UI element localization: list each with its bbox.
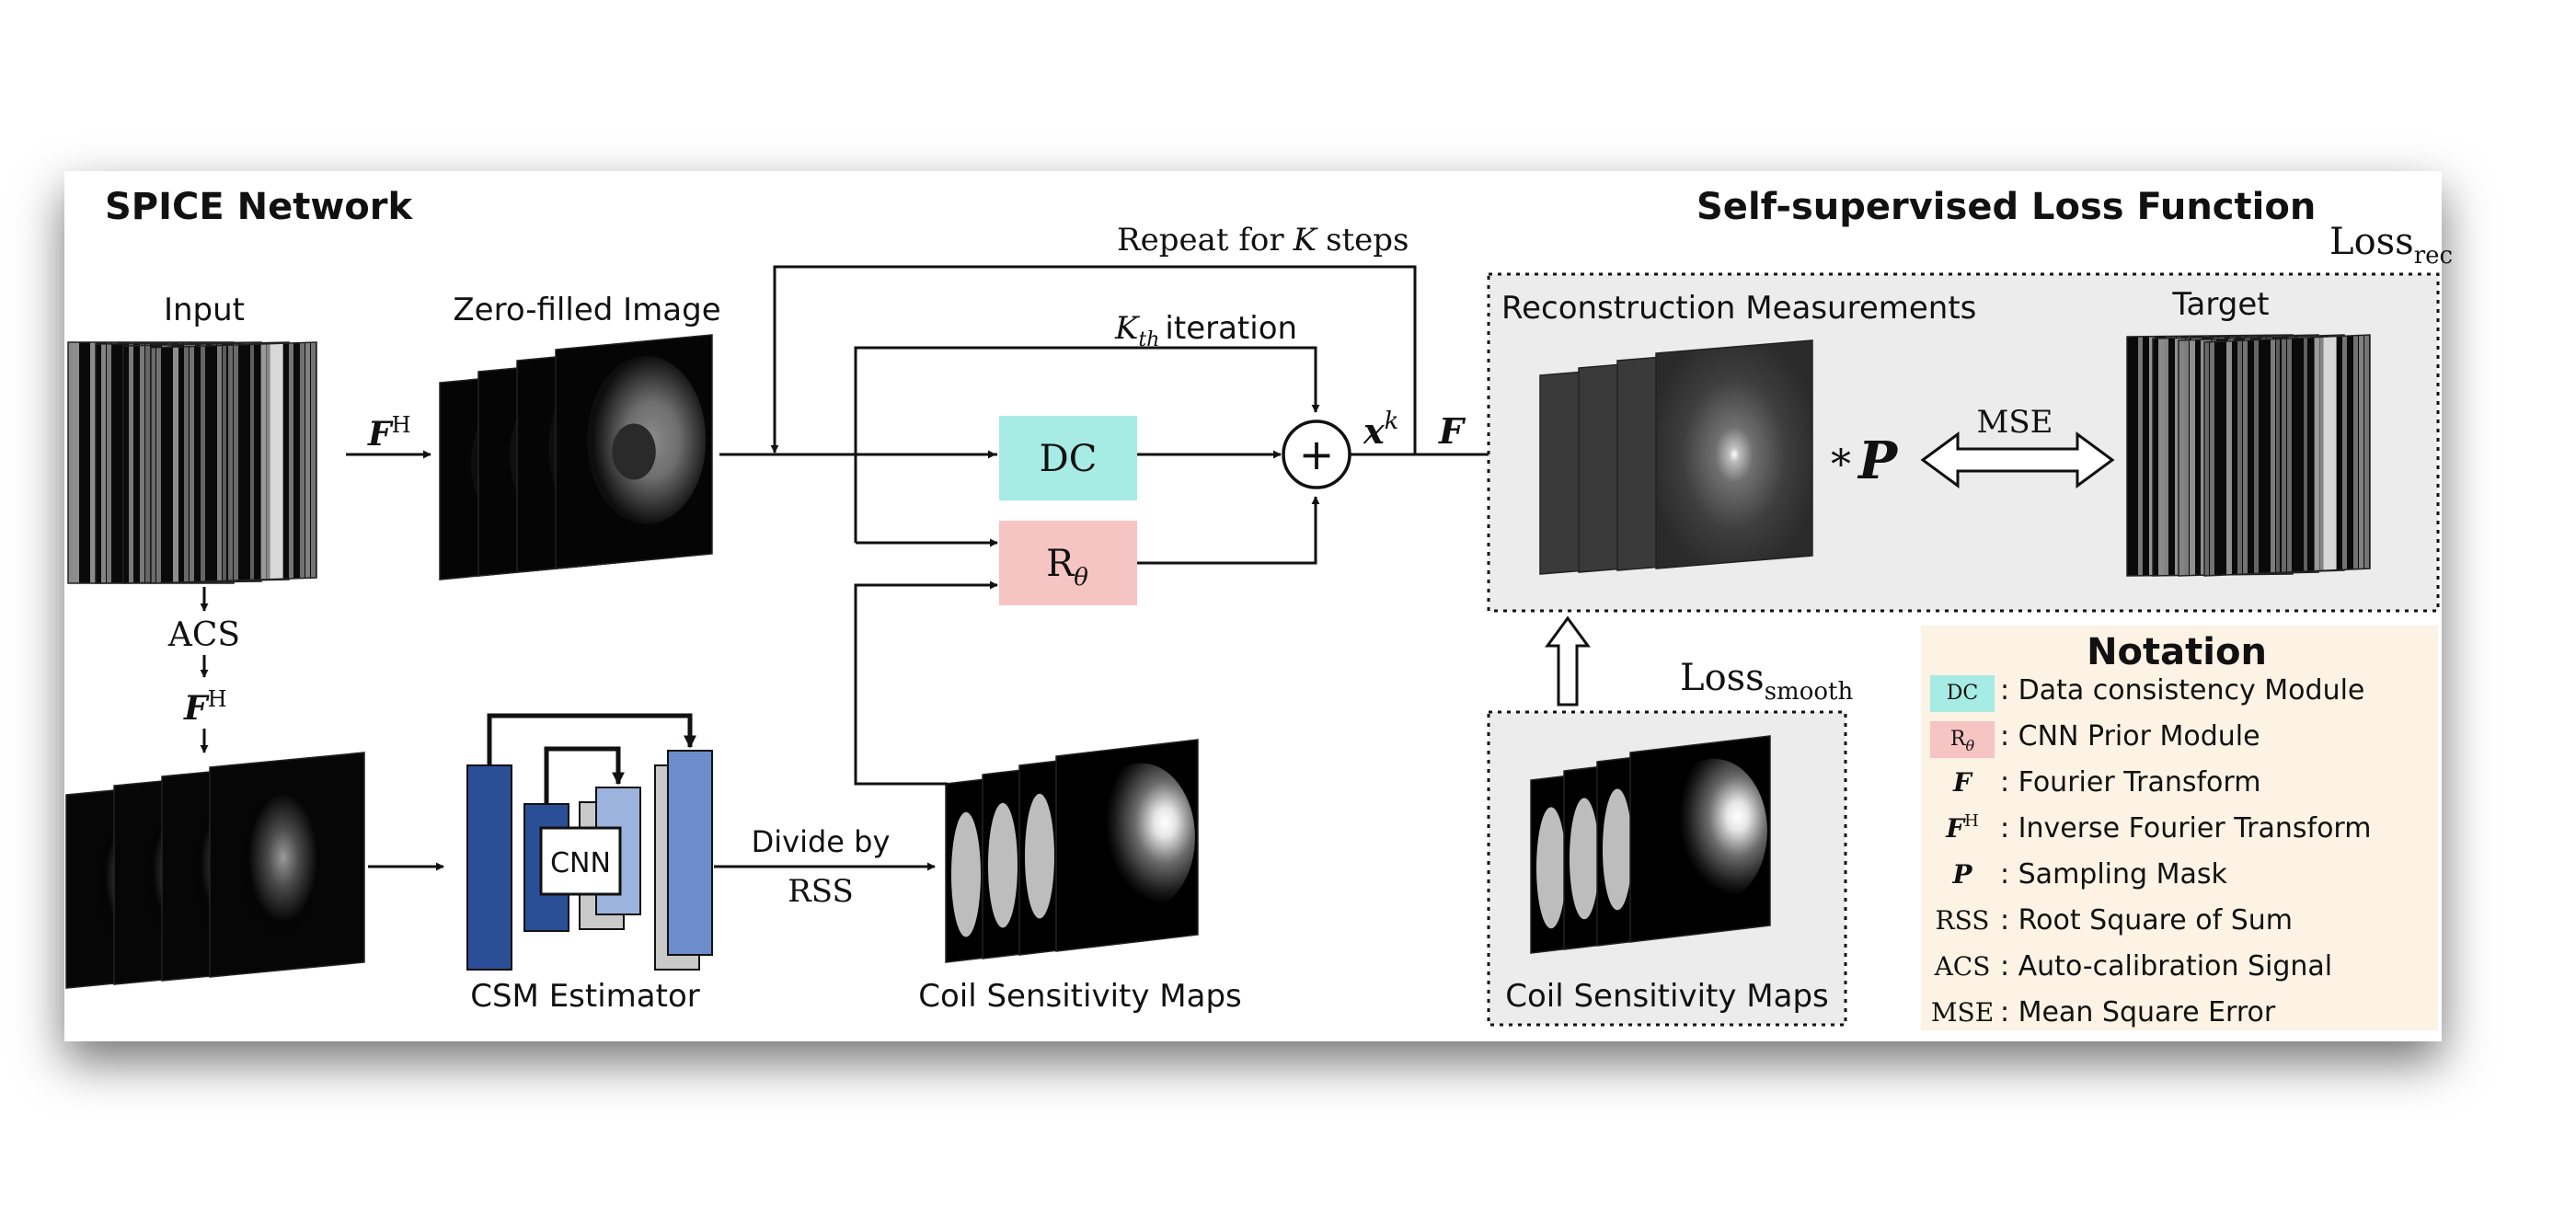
- r-swatch: [1930, 721, 1995, 758]
- brain-ventricle: [612, 423, 656, 480]
- notation-symbol: FH: [1945, 811, 1979, 844]
- notation-symbol: DC: [1947, 682, 1978, 705]
- notation-item: Rθ : CNN Prior Module: [1930, 720, 2260, 758]
- dc-module: [999, 416, 1137, 500]
- notation-description: : Root Square of Sum: [2000, 904, 2293, 936]
- notation-symbol-main: DC: [1947, 682, 1978, 705]
- coil-edge-glow: [1025, 793, 1054, 919]
- divide-by-label: Divide by: [752, 824, 891, 859]
- notation-title: Notation: [2087, 631, 2267, 673]
- notation-symbol: ACS: [1934, 951, 1991, 982]
- acs-label: ACS: [167, 616, 240, 654]
- recon-slice-4: [1655, 339, 1813, 569]
- coil-edge-glow: [951, 811, 981, 937]
- input-label: Input: [164, 292, 245, 328]
- notation-item: FH : Inverse Fourier Transform: [1945, 811, 2371, 845]
- r-label: Rθ: [1046, 543, 1088, 592]
- csm-block-1: [466, 764, 512, 971]
- coil-maps-bottom-stack: [945, 739, 1199, 963]
- input-stack: [67, 341, 317, 584]
- notation-symbol: F: [1952, 767, 1973, 798]
- notation-symbol: MSE: [1931, 997, 1994, 1028]
- coil-edge-glow: [1536, 807, 1566, 929]
- notation-item: ACS : Auto-calibration Signal: [1934, 950, 2333, 982]
- notation-item: DC : Data consistency Module: [1930, 674, 2364, 712]
- notation-symbol: RSS: [1936, 905, 1990, 936]
- notation-item: RSS : Root Square of Sum: [1936, 904, 2294, 936]
- notation-symbol-main: F: [1945, 813, 1966, 844]
- dc-swatch: [1930, 675, 1995, 712]
- notation-item: P : Sampling Mask: [1951, 858, 2227, 891]
- recon-label: Reconstruction Measurements: [1501, 290, 1976, 327]
- mse-label: MSE: [1977, 404, 2053, 441]
- notation-symbol-main: F: [1952, 767, 1973, 798]
- notation-description: : CNN Prior Module: [2000, 720, 2260, 753]
- loss-function-title: Self-supervised Loss Function: [1696, 186, 2316, 228]
- notation-symbol: P: [1951, 859, 1972, 890]
- notation-description: : Auto-calibration Signal: [2000, 950, 2332, 982]
- notation-description: : Mean Square Error: [2000, 996, 2276, 1028]
- notation-symbol-main: MSE: [1931, 997, 1994, 1028]
- notation-symbol-main: ACS: [1934, 951, 1991, 982]
- notation-symbol-main: RSS: [1936, 905, 1990, 936]
- target-stack: [2126, 334, 2371, 577]
- target-label: Target: [2171, 286, 2269, 323]
- csm-block-4: [667, 750, 713, 956]
- skip-inner: [544, 746, 625, 804]
- notation-item: MSE: Mean Square Error: [1931, 996, 2276, 1028]
- notation-panel: [1921, 626, 2438, 1030]
- r-module: [999, 521, 1137, 605]
- notation-symbol-main: P: [1951, 859, 1972, 890]
- zero-filled-stack: [439, 334, 713, 580]
- coil-maps-to-r: [854, 580, 998, 786]
- coil-blob: [1087, 763, 1195, 912]
- recon-stack: [1539, 339, 1813, 575]
- xk-label: xk: [1363, 408, 1398, 452]
- coil-edge-glow: [988, 802, 1018, 928]
- loss-rec-label: Lossrec: [2329, 221, 2453, 270]
- kth-loop: [854, 346, 1320, 454]
- notation-description: : Fourier Transform: [2000, 766, 2260, 799]
- fh-bottom-label: FH: [183, 686, 227, 728]
- mse-double-arrow: [1920, 431, 2115, 488]
- coil-edge-glow: [1603, 788, 1632, 911]
- notation-description: : Inverse Fourier Transform: [2000, 812, 2371, 845]
- fh-top-label: FH: [367, 412, 411, 454]
- acs-blur: [240, 792, 318, 937]
- notation-item: F : Fourier Transform: [1952, 766, 2260, 799]
- star-p-label: *P: [1831, 431, 1899, 491]
- target-slice-4: [2204, 335, 2370, 576]
- csm-estimator-label: CSM Estimator: [470, 978, 700, 1015]
- repeat-loop: [770, 265, 1417, 454]
- loss-smooth-label: Losssmooth: [1680, 657, 1853, 706]
- input-slice-4: [151, 342, 316, 583]
- notation-description: : Sampling Mask: [2000, 858, 2227, 891]
- rss-label: RSS: [788, 873, 854, 910]
- notation-symbol-main: R: [1950, 728, 1967, 751]
- notation-description: : Data consistency Module: [2000, 674, 2364, 707]
- skip-outer: [487, 713, 696, 765]
- coil-edge-glow: [1570, 798, 1599, 920]
- acs-image-stack: [65, 752, 365, 989]
- notation-symbol: Rθ: [1950, 728, 1975, 754]
- spice-network-title: SPICE Network: [105, 186, 414, 228]
- coil-maps-right-stack: [1530, 735, 1771, 954]
- coil-blob: [1661, 758, 1767, 903]
- smooth-up-arrow: [1545, 615, 1591, 707]
- f-out-label: F: [1438, 410, 1466, 452]
- dc-label: DC: [1040, 438, 1098, 480]
- r-to-sum: [1137, 496, 1320, 565]
- coil-maps-right-label: Coil Sensitivity Maps: [1505, 978, 1829, 1015]
- coil-maps-bottom-label: Coil Sensitivity Maps: [918, 978, 1242, 1015]
- cnn-box: [539, 826, 622, 896]
- zero-filled-label: Zero-filled Image: [453, 292, 720, 328]
- csm-estimator: CNN: [466, 713, 713, 971]
- sum-plus-icon: +: [1299, 430, 1335, 479]
- cnn-label: CNN: [550, 847, 611, 879]
